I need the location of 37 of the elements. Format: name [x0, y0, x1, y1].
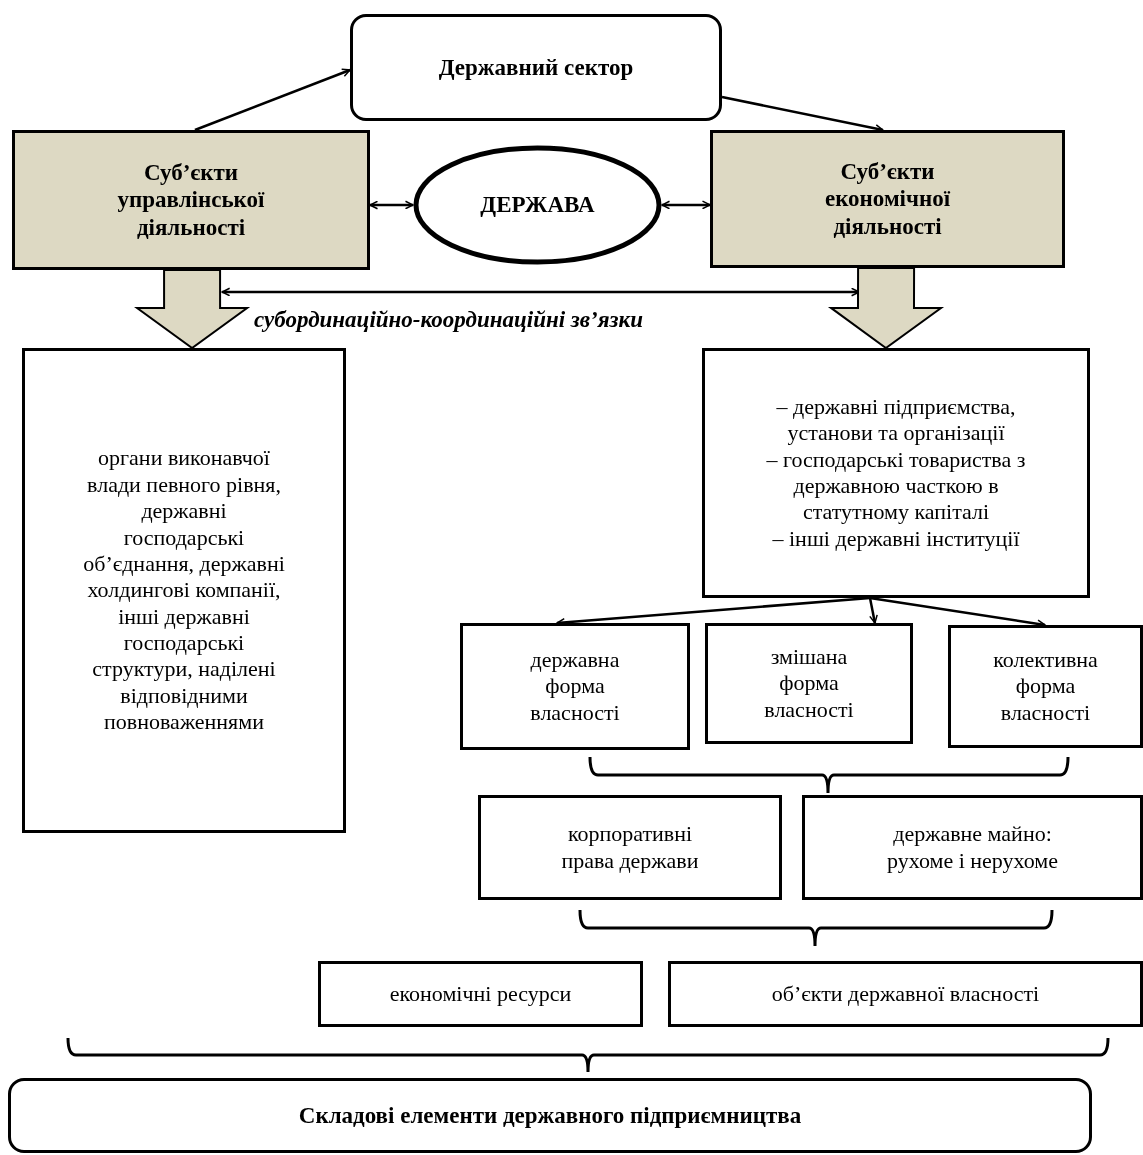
node-text: змішана форма власності	[763, 643, 855, 724]
process-box	[668, 961, 1143, 1027]
process-box	[702, 348, 1090, 598]
node-text: Складові елементи державного підприємництва	[298, 1101, 802, 1130]
process-box	[22, 348, 346, 833]
process-box	[318, 961, 643, 1027]
node-text: органи виконавчої влади певного рівня, державні господарські об’єднання, державні холдингові компанії, інші державні господарські структури, наділені відповідними повноваженнями	[83, 445, 285, 736]
node-text: – державні підприємства, установи та організації	[775, 393, 1017, 447]
node-text: Суб’єкти управлінської діяльності	[116, 158, 266, 242]
node-text: об’єкти державної власності	[771, 980, 1040, 1008]
node-text: – господарські товариства з державною часткою в статутному капіталі	[765, 446, 1027, 526]
rounded-box	[350, 14, 722, 121]
node-text: економічні ресурси	[389, 980, 572, 1008]
process-box	[460, 623, 690, 750]
arrow	[661, 200, 711, 210]
block-arrow	[134, 269, 251, 350]
arrow	[868, 597, 878, 624]
node-text: Державний сектор	[438, 53, 634, 82]
arrow	[194, 68, 351, 132]
node-text: державне майно: рухоме і нерухоме	[886, 821, 1059, 874]
block-arrow	[827, 266, 945, 350]
process-box	[705, 623, 913, 744]
ellipse-node	[413, 145, 662, 265]
shaded-box	[710, 130, 1065, 268]
process-box	[802, 795, 1143, 900]
node-text: – інші державні інституції	[772, 525, 1020, 553]
node-text: ДЕРЖАВА	[480, 191, 595, 219]
arrow	[369, 200, 414, 210]
node-text: корпоративні права держави	[560, 821, 700, 874]
process-box	[948, 625, 1143, 748]
arrow	[221, 287, 860, 297]
rounded-box	[8, 1078, 1092, 1153]
shaded-box	[12, 130, 370, 270]
node-text: Суб’єкти економічної діяльності	[823, 157, 952, 241]
process-box	[478, 795, 782, 900]
node-text: колективна форма власності	[992, 646, 1099, 727]
node-text: державна форма власності	[529, 646, 621, 727]
